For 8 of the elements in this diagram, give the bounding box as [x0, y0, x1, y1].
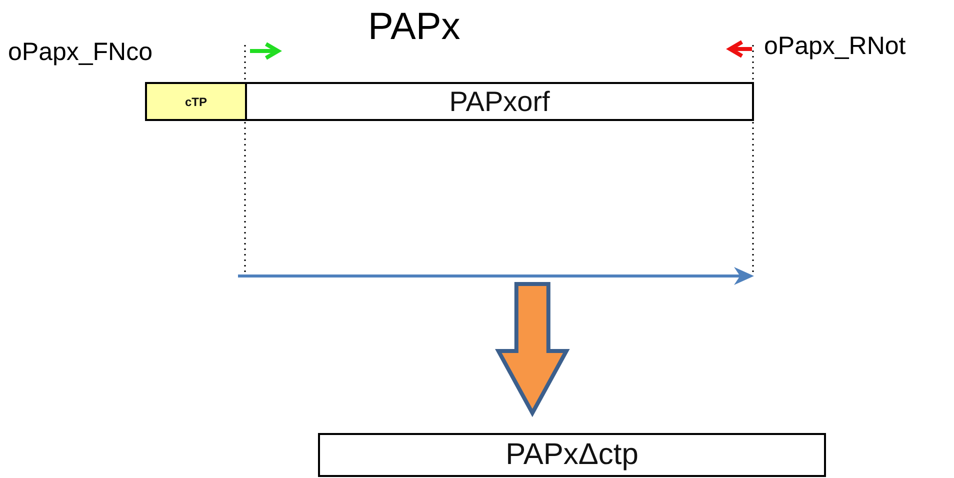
block-arrow	[495, 282, 570, 418]
product-arrow	[236, 266, 756, 286]
primer-label: oPapx_RNot	[764, 32, 906, 61]
gene-box: PAPxorf	[245, 82, 754, 121]
primer-label: oPapx_FNco	[8, 38, 153, 67]
gene-box: PAPxΔctp	[318, 433, 826, 477]
title: PAPx	[368, 6, 460, 49]
region-box: cTP	[145, 82, 247, 121]
